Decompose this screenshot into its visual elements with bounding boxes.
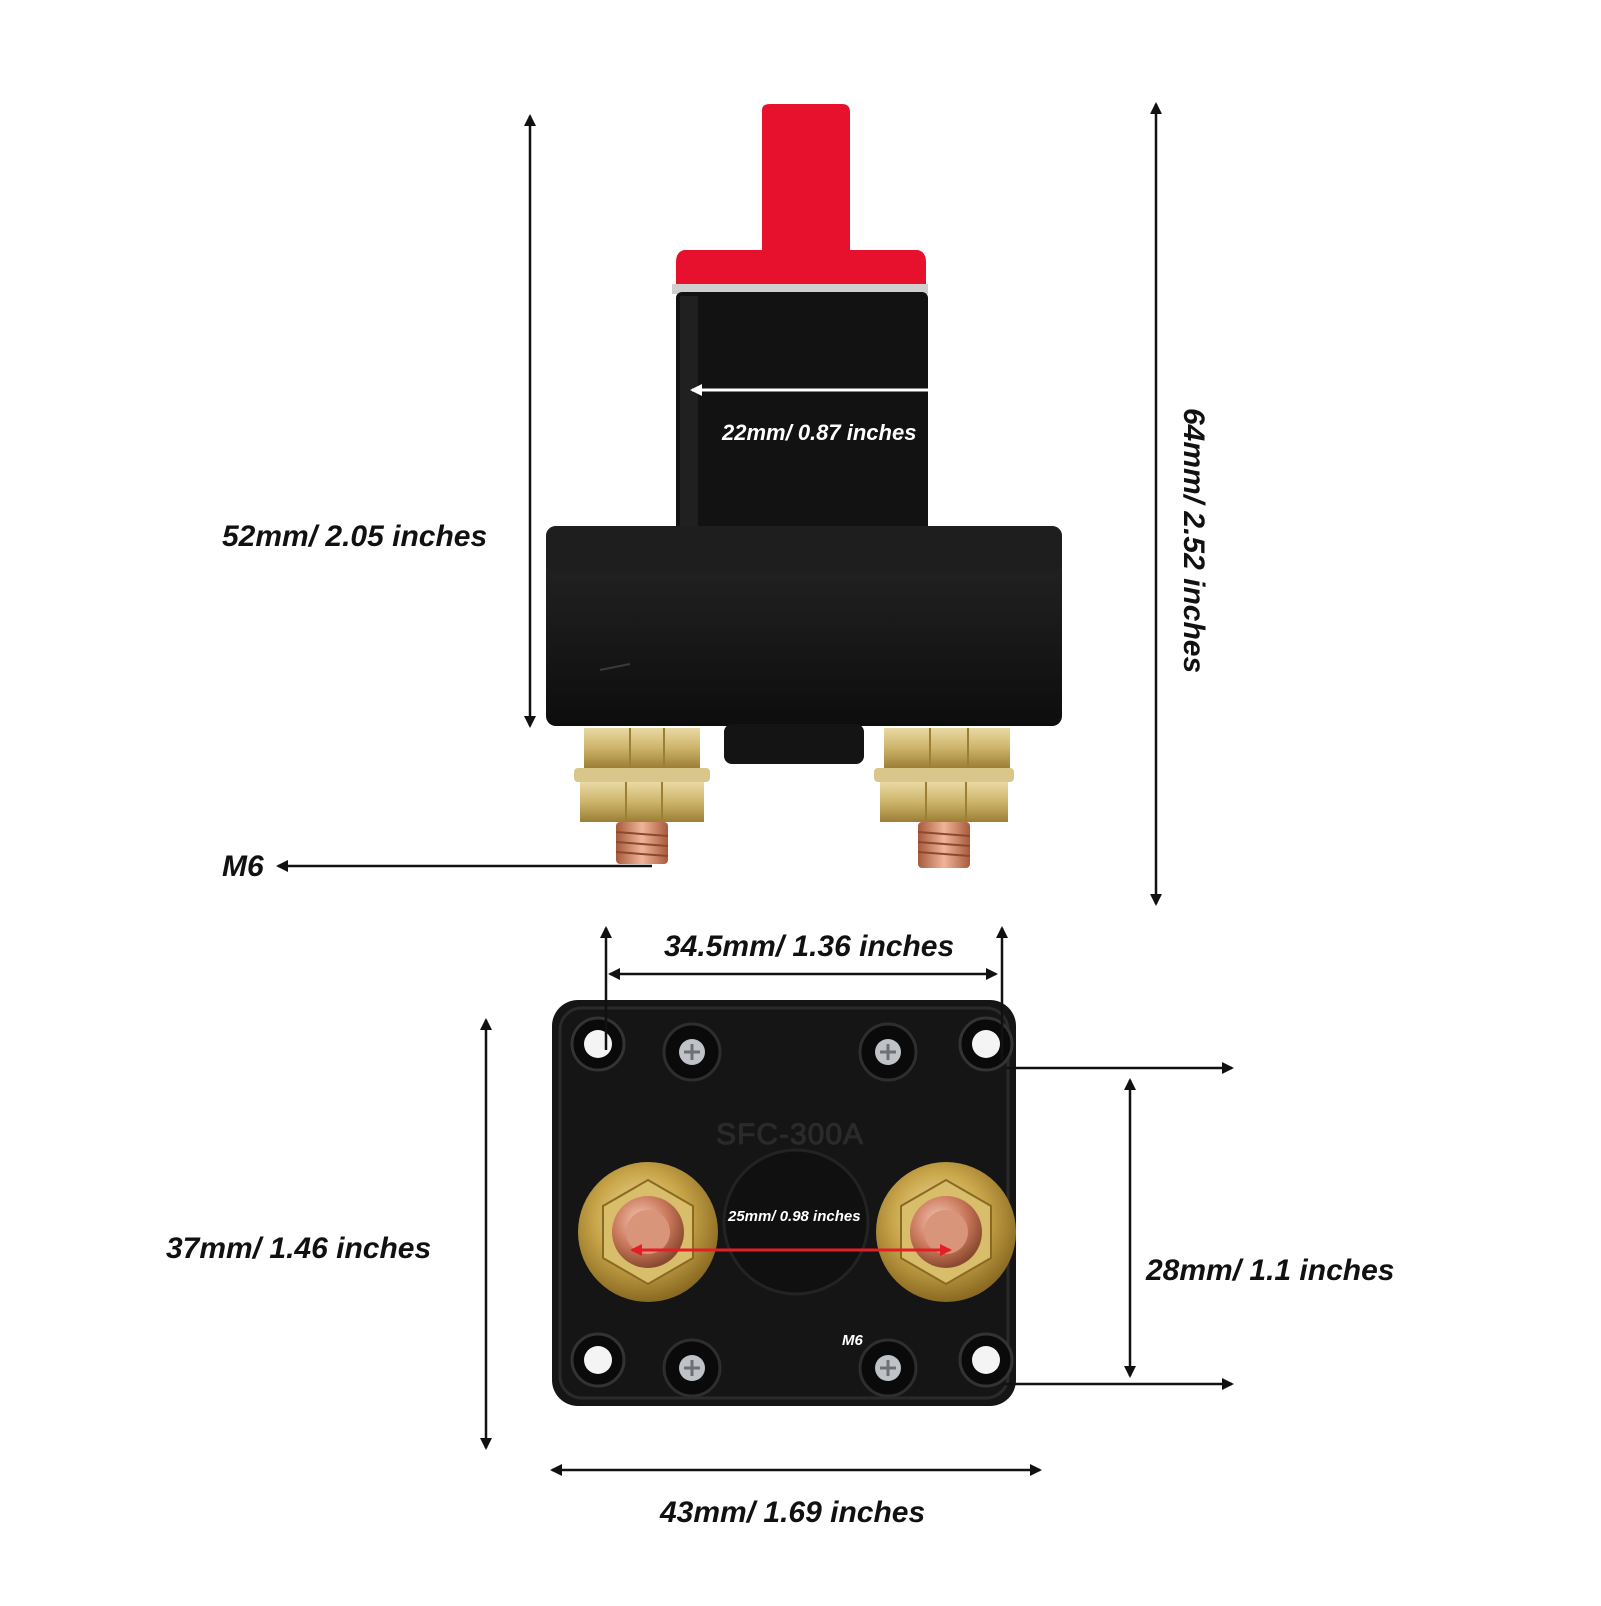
model-marking: SFC-300A xyxy=(716,1118,865,1151)
label-base-depth: 37mm/ 1.46 inches xyxy=(166,1232,432,1265)
switch-body xyxy=(546,526,1062,726)
knob-ring xyxy=(672,284,928,294)
bottom-boss xyxy=(724,724,864,764)
terminal-left-side xyxy=(574,728,710,864)
label-total-height: 64mm/ 2.52 inches xyxy=(1177,408,1210,674)
center-boss xyxy=(722,1148,870,1296)
red-knob xyxy=(676,104,926,292)
switch-shaft xyxy=(676,292,928,532)
terminal-left-top xyxy=(578,1162,718,1302)
label-knob-diameter: 22mm/ 0.87 inches xyxy=(722,420,917,445)
dimension-lines xyxy=(276,102,1234,1476)
switch-side-view xyxy=(546,104,1062,868)
terminal-right-side xyxy=(874,728,1014,868)
mount-holes xyxy=(570,1016,1014,1388)
label-hole-spacing: 34.5mm/ 1.36 inches xyxy=(664,930,955,963)
terminal-right-top xyxy=(876,1162,1016,1302)
label-thread-top: M6 xyxy=(842,1332,863,1349)
switch-top-view xyxy=(552,1000,1016,1406)
label-thread-side: M6 xyxy=(222,850,264,883)
label-base-width: 43mm/ 1.69 inches xyxy=(660,1496,926,1529)
label-hole-vertical: 28mm/ 1.1 inches xyxy=(1146,1254,1395,1287)
label-body-height: 52mm/ 2.05 inches xyxy=(222,520,488,553)
cover-screws xyxy=(662,1022,918,1398)
label-terminal-spacing: 25mm/ 0.98 inches xyxy=(728,1208,861,1225)
